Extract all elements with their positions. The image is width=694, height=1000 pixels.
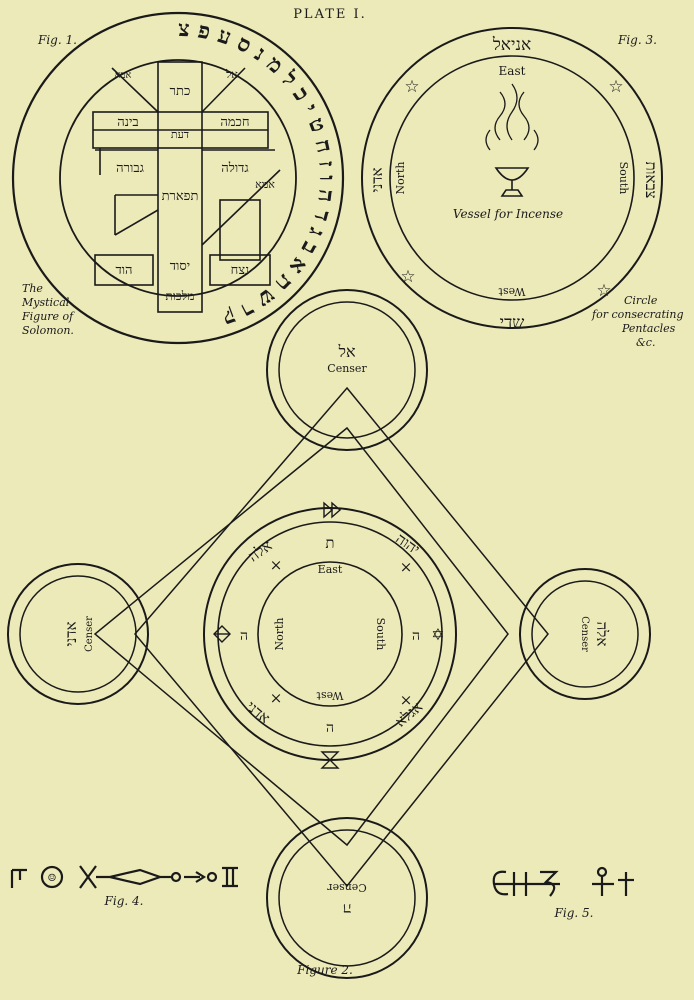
fig3-left-name: אדני — [368, 167, 386, 192]
fig1-tiphereth: תפארת — [162, 189, 199, 204]
fig4-characters: ☺ Fig. 4. — [10, 865, 238, 908]
fig3-bottom-name: שדי — [500, 313, 525, 333]
fig2-right-name: אלה — [593, 622, 611, 647]
fig3-caption: Circle for consecrating Pentacles &c. — [591, 294, 684, 349]
fig2-ring-name-2: יהוה — [392, 529, 423, 558]
fig2-bottom-name: ה — [343, 900, 352, 918]
fig3-label: Fig. 3. — [617, 33, 657, 47]
fig2-left-name: אדני — [62, 621, 80, 646]
fig3-caption-2: for consecrating — [591, 308, 684, 321]
fig2-letter-left: ה — [240, 628, 248, 644]
fig2-west: West — [316, 689, 344, 702]
fig1-binah: בינה — [117, 115, 138, 130]
fig3-caption-4: &c. — [636, 336, 655, 349]
fig2-letter-top: ת — [325, 534, 334, 552]
fig1-hod: הוד — [115, 263, 132, 278]
fig1-daath: דעת — [171, 128, 189, 141]
fig1-label: Fig. 1. — [37, 33, 77, 47]
pentagram-icon: ☆ — [596, 281, 611, 301]
cross-icon: × — [270, 556, 283, 574]
pentagram-icon: ☆ — [400, 267, 415, 287]
fig5-characters: Fig. 5. — [492, 866, 634, 920]
fig1-side-el: אל — [225, 68, 238, 81]
fig1-chokmah: חכמה — [220, 115, 249, 130]
fig1-caption-4: Solomon. — [22, 324, 74, 337]
fig1-caption-3: Figure of — [21, 310, 75, 323]
fig3-right-name: צבאות — [642, 161, 660, 198]
fig1-mystical-figure: Fig. 1. ק ר ש ת א ב ג ד ה ו ז ח ט י כ ל … — [11, 11, 345, 345]
cross-icon: × — [400, 691, 413, 709]
fig3-consecration-circle: Fig. 3. אניאל East West North South אדני… — [361, 27, 684, 349]
fig2-top-censer: Censer — [327, 362, 367, 375]
fig3-caption-3: Pentacles — [621, 322, 676, 335]
arrow-symbol-icon — [213, 501, 342, 769]
fig2-right-censer: Censer — [579, 616, 590, 652]
fig1-malkuth: מלכות — [166, 289, 195, 303]
fig3-west: West — [498, 285, 526, 298]
fig5-label: Fig. 5. — [554, 906, 594, 920]
hexagram-icon: ✡ — [431, 625, 444, 644]
fig2-bottom-censer: Censer — [327, 881, 367, 894]
cross-icon: × — [270, 689, 283, 707]
fig1-gedulah: גדולה — [221, 161, 248, 176]
fig3-top-name: אניאל — [492, 35, 531, 55]
fig1-caption: The Mystical Figure of Solomon. — [21, 282, 75, 337]
fig3-caption-1: Circle — [624, 294, 658, 307]
pentagram-icon: ☆ — [608, 77, 623, 97]
fig1-side-ima: אמא — [255, 178, 275, 191]
fig2-north: North — [273, 617, 286, 650]
plate-title: PLATE I. — [293, 7, 367, 22]
fig1-keter: כתר — [170, 84, 191, 99]
vessel-icon — [494, 167, 530, 197]
fig1-netzach: נצח — [231, 263, 250, 278]
incense-smoke-icon — [485, 83, 539, 151]
fig1-geburah: גבורה — [116, 161, 144, 176]
fig2-top-name: אל — [337, 342, 355, 361]
fig1-side-aba: אבא — [115, 70, 132, 81]
fig1-caption-1: The — [22, 282, 43, 295]
fig1-caption-2: Mystical — [21, 296, 70, 309]
fig2-south: South — [374, 618, 387, 651]
fig3-north: North — [394, 161, 407, 194]
fig2-east: East — [318, 563, 343, 576]
fig2-left-censer: Censer — [84, 616, 95, 652]
fig1-yesod: יסוד — [170, 259, 190, 274]
pentagram-icon: ☆ — [404, 77, 419, 97]
fig3-vessel-label: Vessel for Incense — [453, 207, 563, 221]
face-symbol-icon: ☺ — [48, 873, 57, 884]
fig2-letter-bottom: ה — [326, 720, 334, 736]
fig3-south: South — [617, 162, 630, 195]
cross-icon: × — [400, 558, 413, 576]
fig3-east: East — [499, 64, 526, 78]
fig4-label: Fig. 4. — [104, 894, 144, 908]
fig2-label: Figure 2. — [296, 963, 353, 977]
fig2-letter-right: ה — [412, 628, 420, 644]
